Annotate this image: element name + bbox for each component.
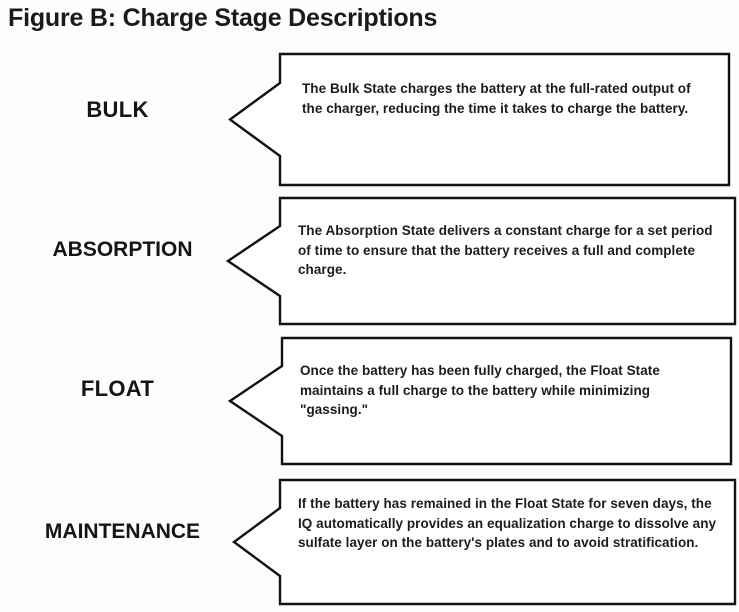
stage-row-absorption: ABSORPTION The Absorption State delivers…	[0, 196, 739, 331]
stage-label-float: FLOAT	[80, 376, 155, 401]
callout-shape-float	[228, 336, 733, 466]
callout-text-bulk: The Bulk State charges the battery at th…	[302, 81, 691, 116]
page-title: Figure B: Charge Stage Descriptions	[8, 4, 438, 32]
callout-shape-absorption	[226, 196, 737, 326]
callout-float: Once the battery has been fully charged,…	[228, 336, 733, 466]
callout-absorption: The Absorption State delivers a constant…	[226, 196, 737, 326]
callout-shape-maintenance	[232, 478, 737, 606]
stage-label-bulk: BULK	[86, 97, 149, 122]
stage-label-absorption: ABSORPTION	[52, 238, 193, 261]
callout-maintenance: If the battery has remained in the Float…	[232, 478, 737, 606]
callout-text-absorption: The Absorption State delivers a constant…	[298, 223, 713, 277]
stage-row-float: FLOAT Once the battery has been fully ch…	[0, 336, 739, 471]
callout-bulk: The Bulk State charges the battery at th…	[228, 52, 731, 187]
callout-text-float: Once the battery has been fully charged,…	[300, 363, 660, 417]
stage-row-maintenance: MAINTENANCE If the battery has remained …	[0, 478, 739, 612]
stage-label-maintenance: MAINTENANCE	[44, 520, 201, 543]
callout-shape-bulk	[228, 52, 731, 187]
callout-text-maintenance: If the battery has remained in the Float…	[298, 496, 717, 550]
stage-row-bulk: BULK The Bulk State charges the battery …	[0, 52, 739, 192]
